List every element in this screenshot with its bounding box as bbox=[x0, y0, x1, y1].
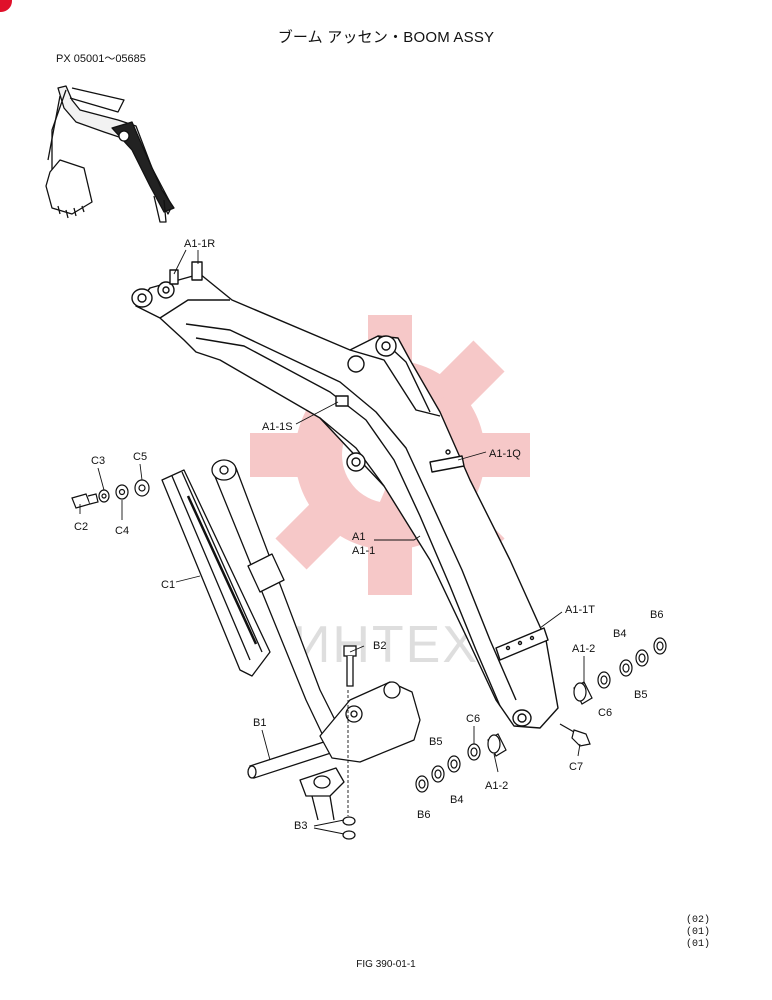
leader-lines bbox=[79, 249, 585, 835]
callout-a1-1s: A1-1S bbox=[262, 421, 293, 433]
callout-b4-right: B4 bbox=[613, 628, 626, 640]
callout-a1-2-right: A1-2 bbox=[572, 643, 595, 655]
callout-b4-bottom: B4 bbox=[450, 794, 463, 806]
callout-a1-2-bottom: A1-2 bbox=[485, 780, 508, 792]
callout-c6-right: C6 bbox=[598, 707, 612, 719]
callout-c1: C1 bbox=[161, 579, 175, 591]
callout-a1-1q: A1-1Q bbox=[489, 448, 521, 460]
callout-a1-1r: A1-1R bbox=[184, 238, 215, 250]
boom-main-body bbox=[131, 261, 559, 729]
page-title: ブーム アッセン・BOOM ASSY bbox=[277, 29, 495, 46]
boom-cylinder bbox=[161, 459, 341, 743]
callout-b5-bottom: B5 bbox=[429, 736, 442, 748]
revision-1: (02) bbox=[686, 915, 711, 926]
callout-c4: C4 bbox=[115, 525, 129, 537]
callout-labels: A1-1R A1-1S A1-1Q A1 A1-1 A1-1T A1-2 B6 … bbox=[74, 238, 663, 832]
swing-bracket bbox=[299, 681, 421, 821]
nuts-b3 bbox=[342, 816, 356, 840]
callout-c2: C2 bbox=[74, 521, 88, 533]
hardware-c2-c5 bbox=[71, 479, 150, 509]
callout-c7: C7 bbox=[569, 761, 583, 773]
bottom-bushings bbox=[415, 733, 507, 793]
callout-b2: B2 bbox=[373, 640, 386, 652]
serial-range: PX 05001～05685 bbox=[56, 53, 146, 65]
bolt-b2 bbox=[343, 645, 357, 687]
callout-b1: B1 bbox=[253, 717, 266, 729]
callout-b3: B3 bbox=[294, 820, 307, 832]
right-side-bushings bbox=[573, 637, 667, 705]
revision-3: (01) bbox=[686, 939, 711, 950]
revision-2: (01) bbox=[686, 927, 711, 938]
excavator-overview-sketch bbox=[45, 85, 175, 223]
callout-b6-bottom: B6 bbox=[417, 809, 430, 821]
callout-a1-1: A1-1 bbox=[352, 545, 375, 557]
grease-nipple-c7 bbox=[559, 723, 591, 747]
callout-a1: A1 bbox=[352, 531, 365, 543]
watermark-text: ИНТЕХ bbox=[293, 616, 479, 674]
callout-b5-right: B5 bbox=[634, 689, 647, 701]
callout-c3: C3 bbox=[91, 455, 105, 467]
callout-c6-bottom: C6 bbox=[466, 713, 480, 725]
callout-a1-1t: A1-1T bbox=[565, 604, 595, 616]
callout-b6-right: B6 bbox=[650, 609, 663, 621]
figure-number: FIG 390-01-1 bbox=[356, 959, 416, 970]
callout-c5: C5 bbox=[133, 451, 147, 463]
